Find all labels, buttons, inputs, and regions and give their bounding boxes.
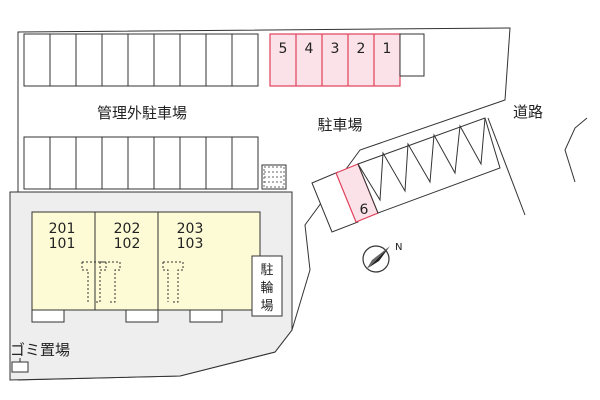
parking-number-4: 4 bbox=[305, 41, 314, 57]
unit-102-label: 102 bbox=[114, 236, 141, 252]
outside-parking-bottom-row bbox=[23, 136, 259, 190]
parking-number-5: 5 bbox=[279, 41, 288, 57]
outside-parking-label: 管理外駐車場 bbox=[97, 104, 187, 122]
north-compass-icon: N bbox=[362, 242, 402, 273]
bicycle-parking-label-1: 駐 bbox=[260, 263, 273, 278]
road-edge-right bbox=[564, 117, 588, 183]
parking-number-3: 3 bbox=[331, 41, 340, 57]
apartment-building: 201 101 202 102 203 103 bbox=[31, 211, 261, 323]
parking-row-1-5: 5 4 3 2 1 bbox=[269, 33, 401, 87]
garbage-area: ゴミ置場 bbox=[10, 341, 70, 373]
unit-203-label: 203 bbox=[177, 221, 204, 237]
north-label: N bbox=[395, 242, 402, 253]
garbage-area-label: ゴミ置場 bbox=[10, 341, 70, 359]
road-label: 道路 bbox=[513, 103, 543, 121]
unit-101-label: 101 bbox=[49, 236, 76, 252]
slanted-parking-block: 6 bbox=[311, 117, 501, 233]
bicycle-parking-label-2: 輪 bbox=[260, 280, 273, 296]
unit-103-label: 103 bbox=[177, 236, 204, 252]
parking-number-2: 2 bbox=[357, 41, 366, 57]
parking-number-6: 6 bbox=[360, 202, 369, 218]
small-storage-box bbox=[399, 33, 425, 77]
dotted-block bbox=[261, 164, 287, 190]
parking-number-1: 1 bbox=[383, 41, 392, 57]
road-edge bbox=[487, 117, 526, 216]
outside-parking-top-row bbox=[23, 33, 259, 87]
unit-201-label: 201 bbox=[49, 221, 76, 237]
unit-202-label: 202 bbox=[114, 221, 141, 237]
bicycle-parking: 駐 輪 場 bbox=[251, 255, 283, 317]
parking-label: 駐車場 bbox=[317, 116, 362, 134]
bicycle-parking-label-3: 場 bbox=[260, 299, 273, 314]
